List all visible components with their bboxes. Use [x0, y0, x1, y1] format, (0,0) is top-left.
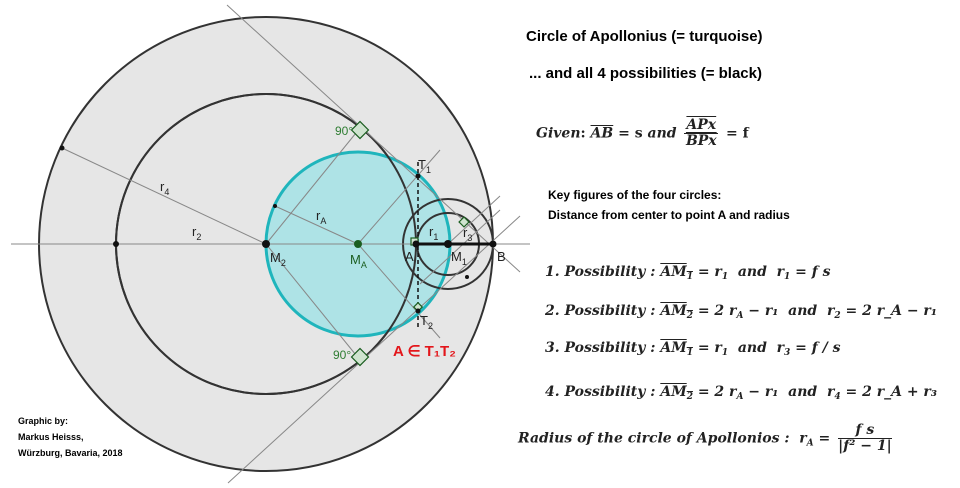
title: Circle of Apollonius (= turquoise) — [526, 28, 763, 45]
point-rA — [273, 204, 277, 208]
line-M1-lower — [419, 209, 501, 285]
line-M2-lower — [265, 243, 361, 361]
angle-label-upper: 90° — [335, 124, 353, 138]
radius-r4-line — [61, 147, 267, 245]
point-T1 — [415, 173, 421, 179]
apollonius-diagram: 90° 90° M2 MA A M1 B T1 T2 r4 r2 rA r1 r… — [11, 4, 530, 484]
point-A — [412, 240, 420, 248]
point-B — [489, 240, 497, 248]
line-M1-upper — [447, 195, 501, 245]
subtitle: ... and all 4 possibilities (= black) — [529, 65, 762, 82]
right-angle-marker-T2 — [412, 301, 424, 313]
possibility-3: 3. Possibility : AM1 = r1 and r3 = f / s — [545, 340, 841, 358]
line-MA-T2 — [357, 243, 441, 339]
possibility-1: 1. Possibility : AM1 = r1 and r1 = f s — [545, 264, 831, 282]
label-T1: T1 — [418, 157, 431, 175]
tangent-line-upper — [226, 4, 521, 273]
line-M2-upper — [265, 127, 361, 245]
label-B: B — [497, 249, 506, 264]
right-angle-marker-lower — [350, 347, 370, 367]
key-figures-heading: Key figures of the four circles: — [548, 188, 722, 202]
key-figures-subheading: Distance from center to point A and radi… — [548, 208, 790, 222]
right-angle-marker-upper — [350, 120, 370, 140]
radius-rA-line — [274, 205, 359, 245]
label-T2: T2 — [420, 313, 433, 331]
label-r1: r1 — [429, 224, 438, 242]
credit-line-1: Graphic by: — [18, 416, 69, 426]
angle-label-lower: 90° — [333, 348, 351, 362]
point-M2 — [262, 240, 270, 248]
label-M1: M1 — [451, 249, 467, 267]
possibility-4: 4. Possibility : AM2 = 2 rA − r₁ and r4 … — [545, 384, 937, 402]
credit-line-3: Würzburg, Bavaria, 2018 — [18, 448, 123, 458]
point-r4 — [59, 145, 65, 151]
radius-formula: Radius of the circle of Apollonios : rA … — [518, 422, 892, 454]
right-angle-marker-r3 — [458, 216, 470, 228]
point-T2 — [415, 308, 421, 314]
point-r2-left — [113, 241, 119, 247]
label-r4: r4 — [160, 179, 169, 197]
label-rA: rA — [316, 208, 326, 226]
label-r3: r3 — [463, 225, 472, 243]
annotation-A-in-T1T2: A ∈ T₁T₂ — [393, 343, 456, 360]
label-r2: r2 — [192, 224, 201, 242]
point-MA — [354, 240, 362, 248]
point-r3-lower — [465, 275, 469, 279]
label-M2: M2 — [270, 250, 286, 268]
tangent-line-lower — [227, 215, 521, 484]
point-M1 — [444, 240, 452, 248]
possibility-2: 2. Possibility : AM2 = 2 rA − r₁ and r2 … — [545, 303, 937, 321]
credit-line-2: Markus Heisss, — [18, 432, 84, 442]
line-MA-T1 — [357, 149, 441, 245]
label-MA: MA — [350, 252, 367, 270]
label-A: A — [405, 249, 414, 264]
